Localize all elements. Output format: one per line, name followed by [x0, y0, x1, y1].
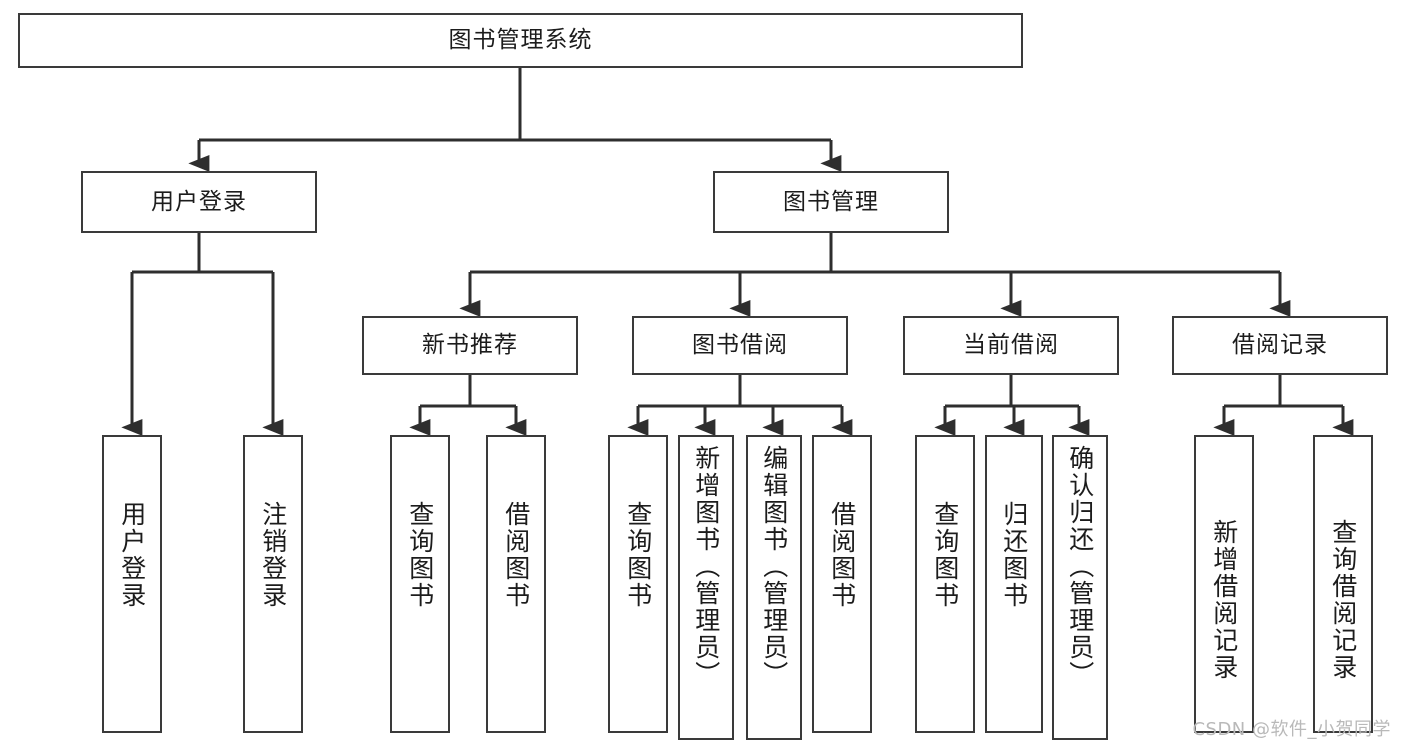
leaf-logout[interactable]: 注销登录 — [243, 435, 303, 733]
leaf-borrow-book-borrow-label: 借阅图书 — [827, 501, 857, 609]
leaf-borrow-book-newrec[interactable]: 借阅图书 — [486, 435, 546, 733]
leaf-user-login[interactable]: 用户登录 — [102, 435, 162, 733]
node-root-label: 图书管理系统 — [448, 27, 593, 54]
leaf-add-borrow-record[interactable]: 新增借阅记录 — [1194, 435, 1254, 733]
node-borrow-record[interactable]: 借阅记录 — [1172, 316, 1388, 375]
leaf-borrow-book-borrow[interactable]: 借阅图书 — [812, 435, 872, 733]
leaf-edit-book-admin[interactable]: 编辑图书（管理员） — [746, 435, 802, 740]
leaf-query-borrow-record-label: 查询借阅记录 — [1328, 519, 1358, 681]
leaf-user-login-label: 用户登录 — [117, 501, 147, 609]
leaf-add-book-admin-label: 新增图书（管理员） — [691, 445, 721, 688]
leaf-query-book-newrec[interactable]: 查询图书 — [390, 435, 450, 733]
node-book-borrow[interactable]: 图书借阅 — [632, 316, 848, 375]
leaf-query-book-borrow-label: 查询图书 — [623, 501, 653, 609]
leaf-query-book-current[interactable]: 查询图书 — [915, 435, 975, 733]
leaf-query-book-borrow[interactable]: 查询图书 — [608, 435, 668, 733]
node-root[interactable]: 图书管理系统 — [18, 13, 1023, 68]
leaf-edit-book-admin-label: 编辑图书（管理员） — [759, 445, 789, 688]
node-user-login[interactable]: 用户登录 — [81, 171, 317, 233]
node-user-login-label: 用户登录 — [151, 188, 247, 215]
leaf-query-borrow-record[interactable]: 查询借阅记录 — [1313, 435, 1373, 733]
leaf-confirm-return-admin[interactable]: 确认归还（管理员） — [1052, 435, 1108, 740]
leaf-query-book-current-label: 查询图书 — [930, 501, 960, 609]
node-current-borrow[interactable]: 当前借阅 — [903, 316, 1119, 375]
node-book-borrow-label: 图书借阅 — [692, 332, 788, 359]
leaf-confirm-return-admin-label: 确认归还（管理员） — [1065, 445, 1095, 688]
node-current-borrow-label: 当前借阅 — [963, 332, 1059, 359]
node-borrow-record-label: 借阅记录 — [1232, 332, 1328, 359]
node-new-book-recommend-label: 新书推荐 — [422, 332, 518, 359]
node-book-management-label: 图书管理 — [783, 188, 879, 215]
leaf-query-book-newrec-label: 查询图书 — [405, 501, 435, 609]
leaf-add-book-admin[interactable]: 新增图书（管理员） — [678, 435, 734, 740]
leaf-return-book-label: 归还图书 — [999, 501, 1029, 609]
node-book-management[interactable]: 图书管理 — [713, 171, 949, 233]
leaf-return-book[interactable]: 归还图书 — [985, 435, 1043, 733]
leaf-add-borrow-record-label: 新增借阅记录 — [1209, 519, 1239, 681]
node-new-book-recommend[interactable]: 新书推荐 — [362, 316, 578, 375]
leaf-borrow-book-newrec-label: 借阅图书 — [501, 501, 531, 609]
leaf-logout-label: 注销登录 — [258, 501, 288, 609]
